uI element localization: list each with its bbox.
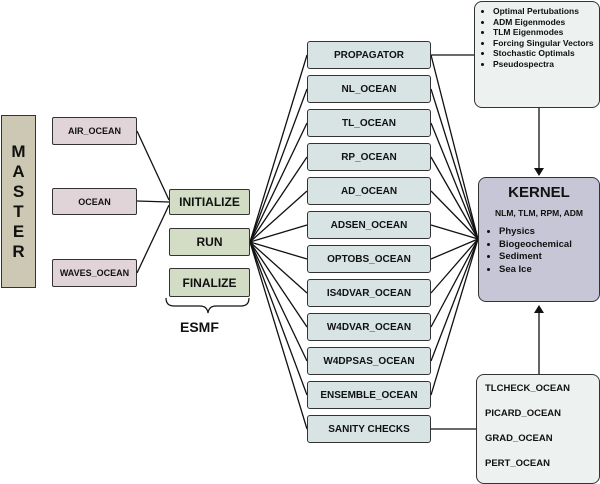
propagator-option: ADM Eigenmodes xyxy=(493,17,594,28)
propagator-option: TLM Eigenmodes xyxy=(493,27,594,38)
esmf-run: RUN xyxy=(169,228,250,256)
esmf-label: ESMF xyxy=(180,319,219,335)
propagator-option: Pseudospectra xyxy=(493,59,594,70)
sanity-test: PERT_OCEAN xyxy=(485,458,550,469)
model-rp-ocean: RP_OCEAN xyxy=(307,143,431,171)
master-letter: R xyxy=(12,241,25,261)
sanity-test: PICARD_OCEAN xyxy=(485,408,562,419)
model-nl-ocean: NL_OCEAN xyxy=(307,75,431,103)
model-sanity-checks: SANITY CHECKS xyxy=(307,415,431,443)
sanity-tests-box: TLCHECK_OCEAN PICARD_OCEAN GRAD_OCEAN PE… xyxy=(476,374,600,484)
input-waves-ocean: WAVES_OCEAN xyxy=(52,259,137,287)
propagator-options: Optimal Pertubations ADM Eigenmodes TLM … xyxy=(474,1,600,108)
input-air-ocean: AIR_OCEAN xyxy=(52,117,137,145)
model-is4dvar-ocean: IS4DVAR_OCEAN xyxy=(307,279,431,307)
sanity-test: TLCHECK_OCEAN xyxy=(485,383,570,394)
kernel-title: KERNEL xyxy=(508,184,570,201)
model-ad-ocean: AD_OCEAN xyxy=(307,177,431,205)
master-letter: E xyxy=(12,221,25,241)
kernel-item: Sediment xyxy=(499,251,572,264)
kernel-item: Sea Ice xyxy=(499,264,572,277)
kernel-box: KERNEL NLM, TLM, RPM, ADM Physics Biogeo… xyxy=(478,177,600,302)
input-ocean: OCEAN xyxy=(52,188,137,215)
esmf-finalize: FINALIZE xyxy=(169,268,250,297)
model-propagator: PROPAGATOR xyxy=(307,41,431,69)
master-letter: S xyxy=(12,181,25,201)
kernel-subtitle: NLM, TLM, RPM, ADM xyxy=(495,208,583,218)
propagator-option: Stochastic Optimals xyxy=(493,48,594,59)
sanity-test: GRAD_OCEAN xyxy=(485,433,553,444)
master-letter: M xyxy=(11,141,26,161)
kernel-item: Physics xyxy=(499,226,572,239)
esmf-initialize: INITIALIZE xyxy=(169,189,250,215)
model-w4dpsas-ocean: W4DPSAS_OCEAN xyxy=(307,347,431,375)
model-tl-ocean: TL_OCEAN xyxy=(307,109,431,137)
model-w4dvar-ocean: W4DVAR_OCEAN xyxy=(307,313,431,341)
master-box: M A S T E R xyxy=(1,115,36,288)
kernel-item: Biogeochemical xyxy=(499,239,572,252)
propagator-option: Forcing Singular Vectors xyxy=(493,38,594,49)
master-letter: A xyxy=(12,161,25,181)
model-adsen-ocean: ADSEN_OCEAN xyxy=(307,211,431,239)
master-letter: T xyxy=(13,201,24,221)
model-ensemble-ocean: ENSEMBLE_OCEAN xyxy=(307,381,431,409)
propagator-option: Optimal Pertubations xyxy=(493,6,594,17)
model-optobs-ocean: OPTOBS_OCEAN xyxy=(307,245,431,273)
